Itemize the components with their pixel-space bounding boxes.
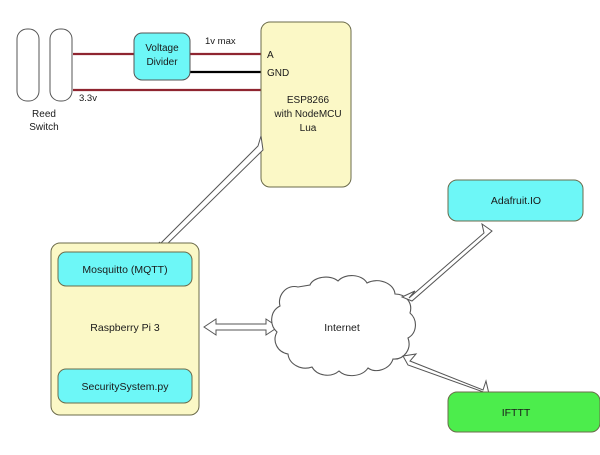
wire-label-3v3: 3.3v xyxy=(79,93,97,104)
mosquitto-label: Mosquitto (MQTT) xyxy=(82,264,167,276)
internet-adafruit-double-arrow xyxy=(400,222,493,302)
esp8266-label-line3: Lua xyxy=(300,123,317,134)
voltage-divider-label-line2: Divider xyxy=(146,57,178,68)
ifttt-box xyxy=(447,391,600,433)
reed-switch-element-right xyxy=(49,28,73,102)
mosquitto-node[interactable]: Mosquitto (MQTT) xyxy=(57,251,193,287)
reed-switch-label-line1: Reed xyxy=(32,109,56,120)
pi-esp-double-arrow xyxy=(145,135,264,254)
esp8266-node[interactable]: A GND ESP8266 with NodeMCU Lua xyxy=(260,21,352,188)
adafruit-node[interactable]: Adafruit.IO xyxy=(447,179,584,222)
pi-internet-double-arrow xyxy=(203,318,279,336)
reed-switch-label-line2: Switch xyxy=(29,122,58,133)
esp8266-label-line1: ESP8266 xyxy=(287,95,330,106)
internet-node[interactable]: Internet xyxy=(271,275,416,377)
voltage-divider-label-line1: Voltage xyxy=(145,43,179,54)
mosquitto-box xyxy=(57,251,193,287)
connector-pi-to-esp[interactable] xyxy=(145,135,264,254)
security-script-box xyxy=(57,368,193,404)
internet-cloud-shape xyxy=(271,275,416,377)
reed-switch-node[interactable]: Reed Switch xyxy=(16,28,73,133)
ifttt-label: IFTTT xyxy=(502,407,531,419)
adafruit-box xyxy=(447,179,584,222)
connector-internet-to-adafruit[interactable] xyxy=(400,222,493,302)
reed-switch-element-left xyxy=(16,28,40,102)
raspberry-pi-label: Raspberry Pi 3 xyxy=(90,322,160,334)
connector-internet-to-ifttt[interactable] xyxy=(402,353,490,395)
connector-pi-to-internet[interactable] xyxy=(203,318,279,336)
esp8266-label-line2: with NodeMCU xyxy=(273,109,341,120)
security-script-node[interactable]: SecuritySystem.py xyxy=(57,368,193,404)
wiring-group xyxy=(73,52,262,92)
esp8266-pin-gnd-label: GND xyxy=(267,68,289,79)
voltage-divider-node[interactable]: Voltage Divider xyxy=(133,32,191,81)
adafruit-label: Adafruit.IO xyxy=(491,195,541,207)
security-script-label: SecuritySystem.py xyxy=(82,381,170,393)
esp8266-box xyxy=(260,21,352,188)
raspberry-pi-node[interactable]: Raspberry Pi 3 Mosquitto (MQTT) Security… xyxy=(50,242,200,416)
esp8266-pin-a-label: A xyxy=(267,50,274,61)
voltage-divider-box xyxy=(133,32,191,81)
internet-ifttt-double-arrow xyxy=(402,353,490,395)
internet-label: Internet xyxy=(324,322,360,334)
wire-label-1v-max: 1v max xyxy=(205,36,236,47)
ifttt-node[interactable]: IFTTT xyxy=(447,391,600,433)
